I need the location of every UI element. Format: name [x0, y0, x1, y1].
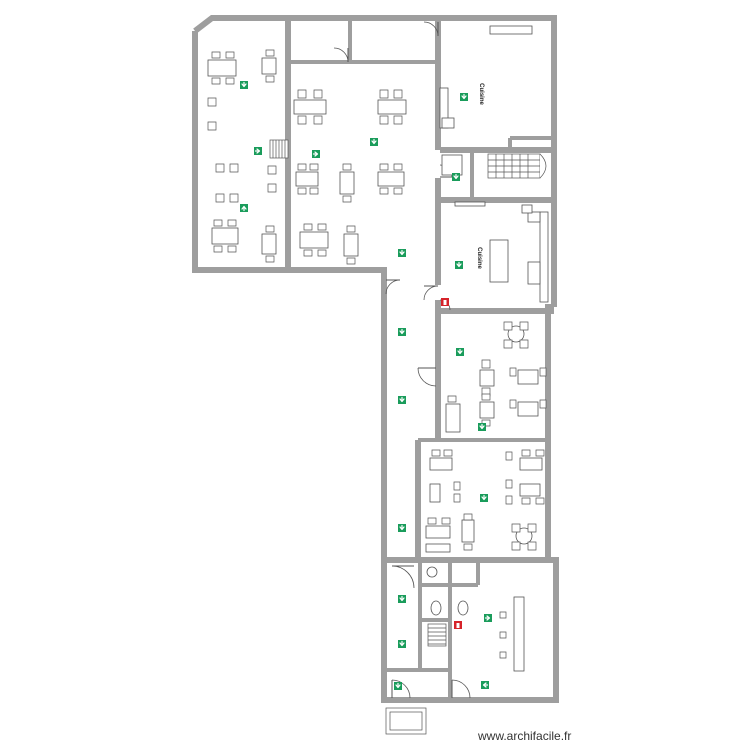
stairs [269, 139, 547, 735]
exit-arrow-icon [398, 640, 406, 648]
exit-arrow-icon [240, 81, 248, 89]
emergency-exit-signs [240, 81, 492, 690]
exit-arrow-icon [452, 173, 460, 181]
stair-kitchen [487, 153, 547, 179]
room-label-kitchen-1: Cuisine [478, 83, 484, 105]
exit-arrow-icon [398, 249, 406, 257]
exit-arrow-icon [398, 396, 406, 404]
exterior-walls [192, 15, 559, 703]
exit-arrow-icon [312, 150, 320, 158]
exit-arrow-icon [398, 524, 406, 532]
exit-arrow-icon [398, 595, 406, 603]
room-label-kitchen-2: Cuisine [476, 247, 482, 269]
stair-left [269, 139, 289, 159]
exit-arrow-icon [254, 147, 262, 155]
exit-arrow-icon [460, 93, 468, 101]
exit-arrow-icon [456, 348, 464, 356]
room-labels: Cuisine Cuisine [476, 83, 484, 269]
exit-arrow-icon [370, 138, 378, 146]
kitchen-fixtures [439, 25, 549, 303]
exit-arrow-icon [478, 423, 486, 431]
exit-arrow-icon [394, 682, 402, 690]
stair-wc [427, 623, 447, 647]
bar-counter [513, 596, 525, 672]
doors [333, 21, 471, 699]
fire-extinguishers [441, 298, 462, 629]
exit-arrow-icon [455, 261, 463, 269]
entrance-steps [385, 707, 427, 735]
exit-arrow-icon [480, 494, 488, 502]
interior-walls [285, 21, 556, 700]
fire-extinguisher-icon [441, 298, 449, 306]
exit-arrow-icon [481, 681, 489, 689]
fire-extinguisher-icon [454, 621, 462, 629]
exit-arrow-icon [484, 614, 492, 622]
chairs [207, 49, 547, 659]
exit-arrow-icon [398, 328, 406, 336]
exit-arrow-icon [240, 204, 248, 212]
archifacile-watermark: www.archifacile.fr [478, 729, 572, 743]
